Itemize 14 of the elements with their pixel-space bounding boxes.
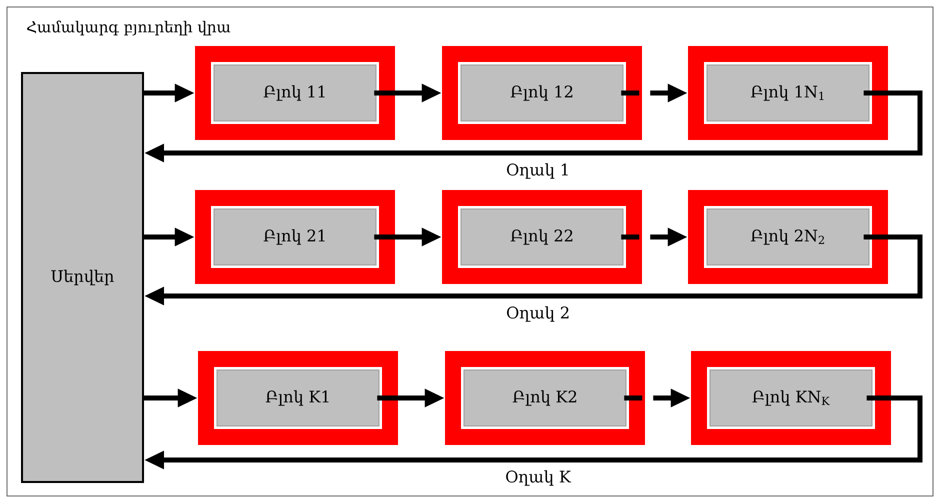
server-box: Սերվեր [21, 72, 144, 483]
block-box: Բլոկ KN$_{K}$ [691, 351, 891, 445]
block-box: Բլոկ K1 [198, 351, 398, 445]
block-box: Բլոկ 21 [195, 190, 395, 284]
ring-label: Օղակ K [504, 469, 572, 487]
diagram-title: Համակարգ բյուրեղի վրա [27, 20, 230, 36]
ring-label: Օղակ 1 [505, 162, 572, 180]
block-box: Բլոկ 22 [442, 190, 642, 284]
block-box: Բլոկ 1N$_{1}$ [688, 46, 888, 140]
block-box: Բլոկ 12 [442, 46, 642, 140]
block-box: Բլոկ 11 [195, 46, 395, 140]
block-box: Բլոկ K2 [445, 351, 645, 445]
ring-label: Օղակ 2 [505, 305, 572, 323]
block-box: Բլոկ 2N$_{2}$ [688, 190, 888, 284]
